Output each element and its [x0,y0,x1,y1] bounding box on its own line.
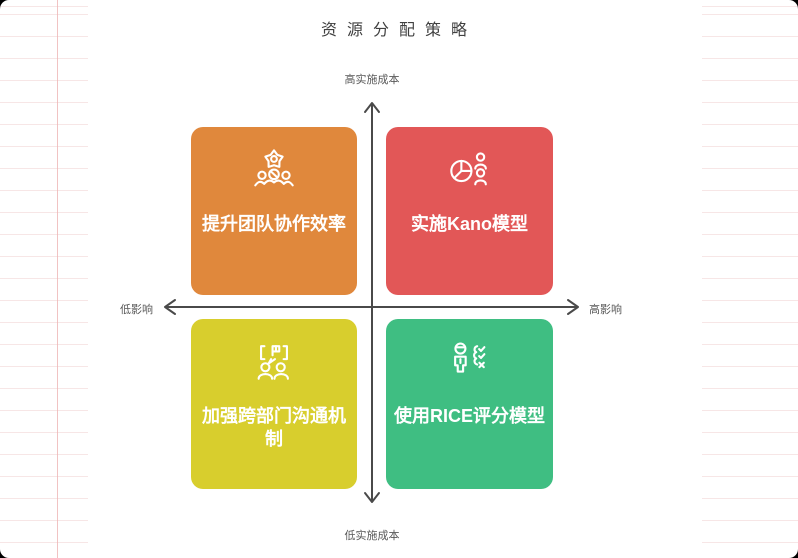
arrow-left-icon [164,299,176,315]
quadrant-node-rice-scoring[interactable]: 使用RICE评分模型 [386,319,553,489]
arrow-down-icon [364,492,380,503]
quadrant-label: 提升团队协作效率 [202,214,346,234]
page-title: 资源分配策略 [320,22,477,39]
pie-chart-people-icon [447,147,493,193]
quadrant-label: 加强跨部门沟通机制 [202,406,346,450]
arrow-right-icon [567,299,579,315]
arrow-up-icon [364,102,380,113]
quadrant-node-cross-department-communication[interactable]: 加强跨部门沟通机制 [191,319,357,489]
chat-bubble-people-icon [251,339,297,385]
axis-label-right: 高影响 [589,304,622,316]
team-collaboration-icon [251,147,297,193]
axis-label-left: 低影响 [120,304,153,316]
quadrant-label: 实施Kano模型 [411,214,528,234]
grid-accent-line [57,0,58,558]
quadrant-label: 使用RICE评分模型 [393,406,545,426]
axis-label-top: 高实施成本 [344,74,400,86]
quadrant-node-kano-model[interactable]: 实施Kano模型 [386,127,553,295]
quadrant-node-team-collaboration[interactable]: 提升团队协作效率 [191,127,357,295]
person-checklist-icon [447,339,493,385]
axis-label-bottom: 低实施成本 [344,530,400,542]
